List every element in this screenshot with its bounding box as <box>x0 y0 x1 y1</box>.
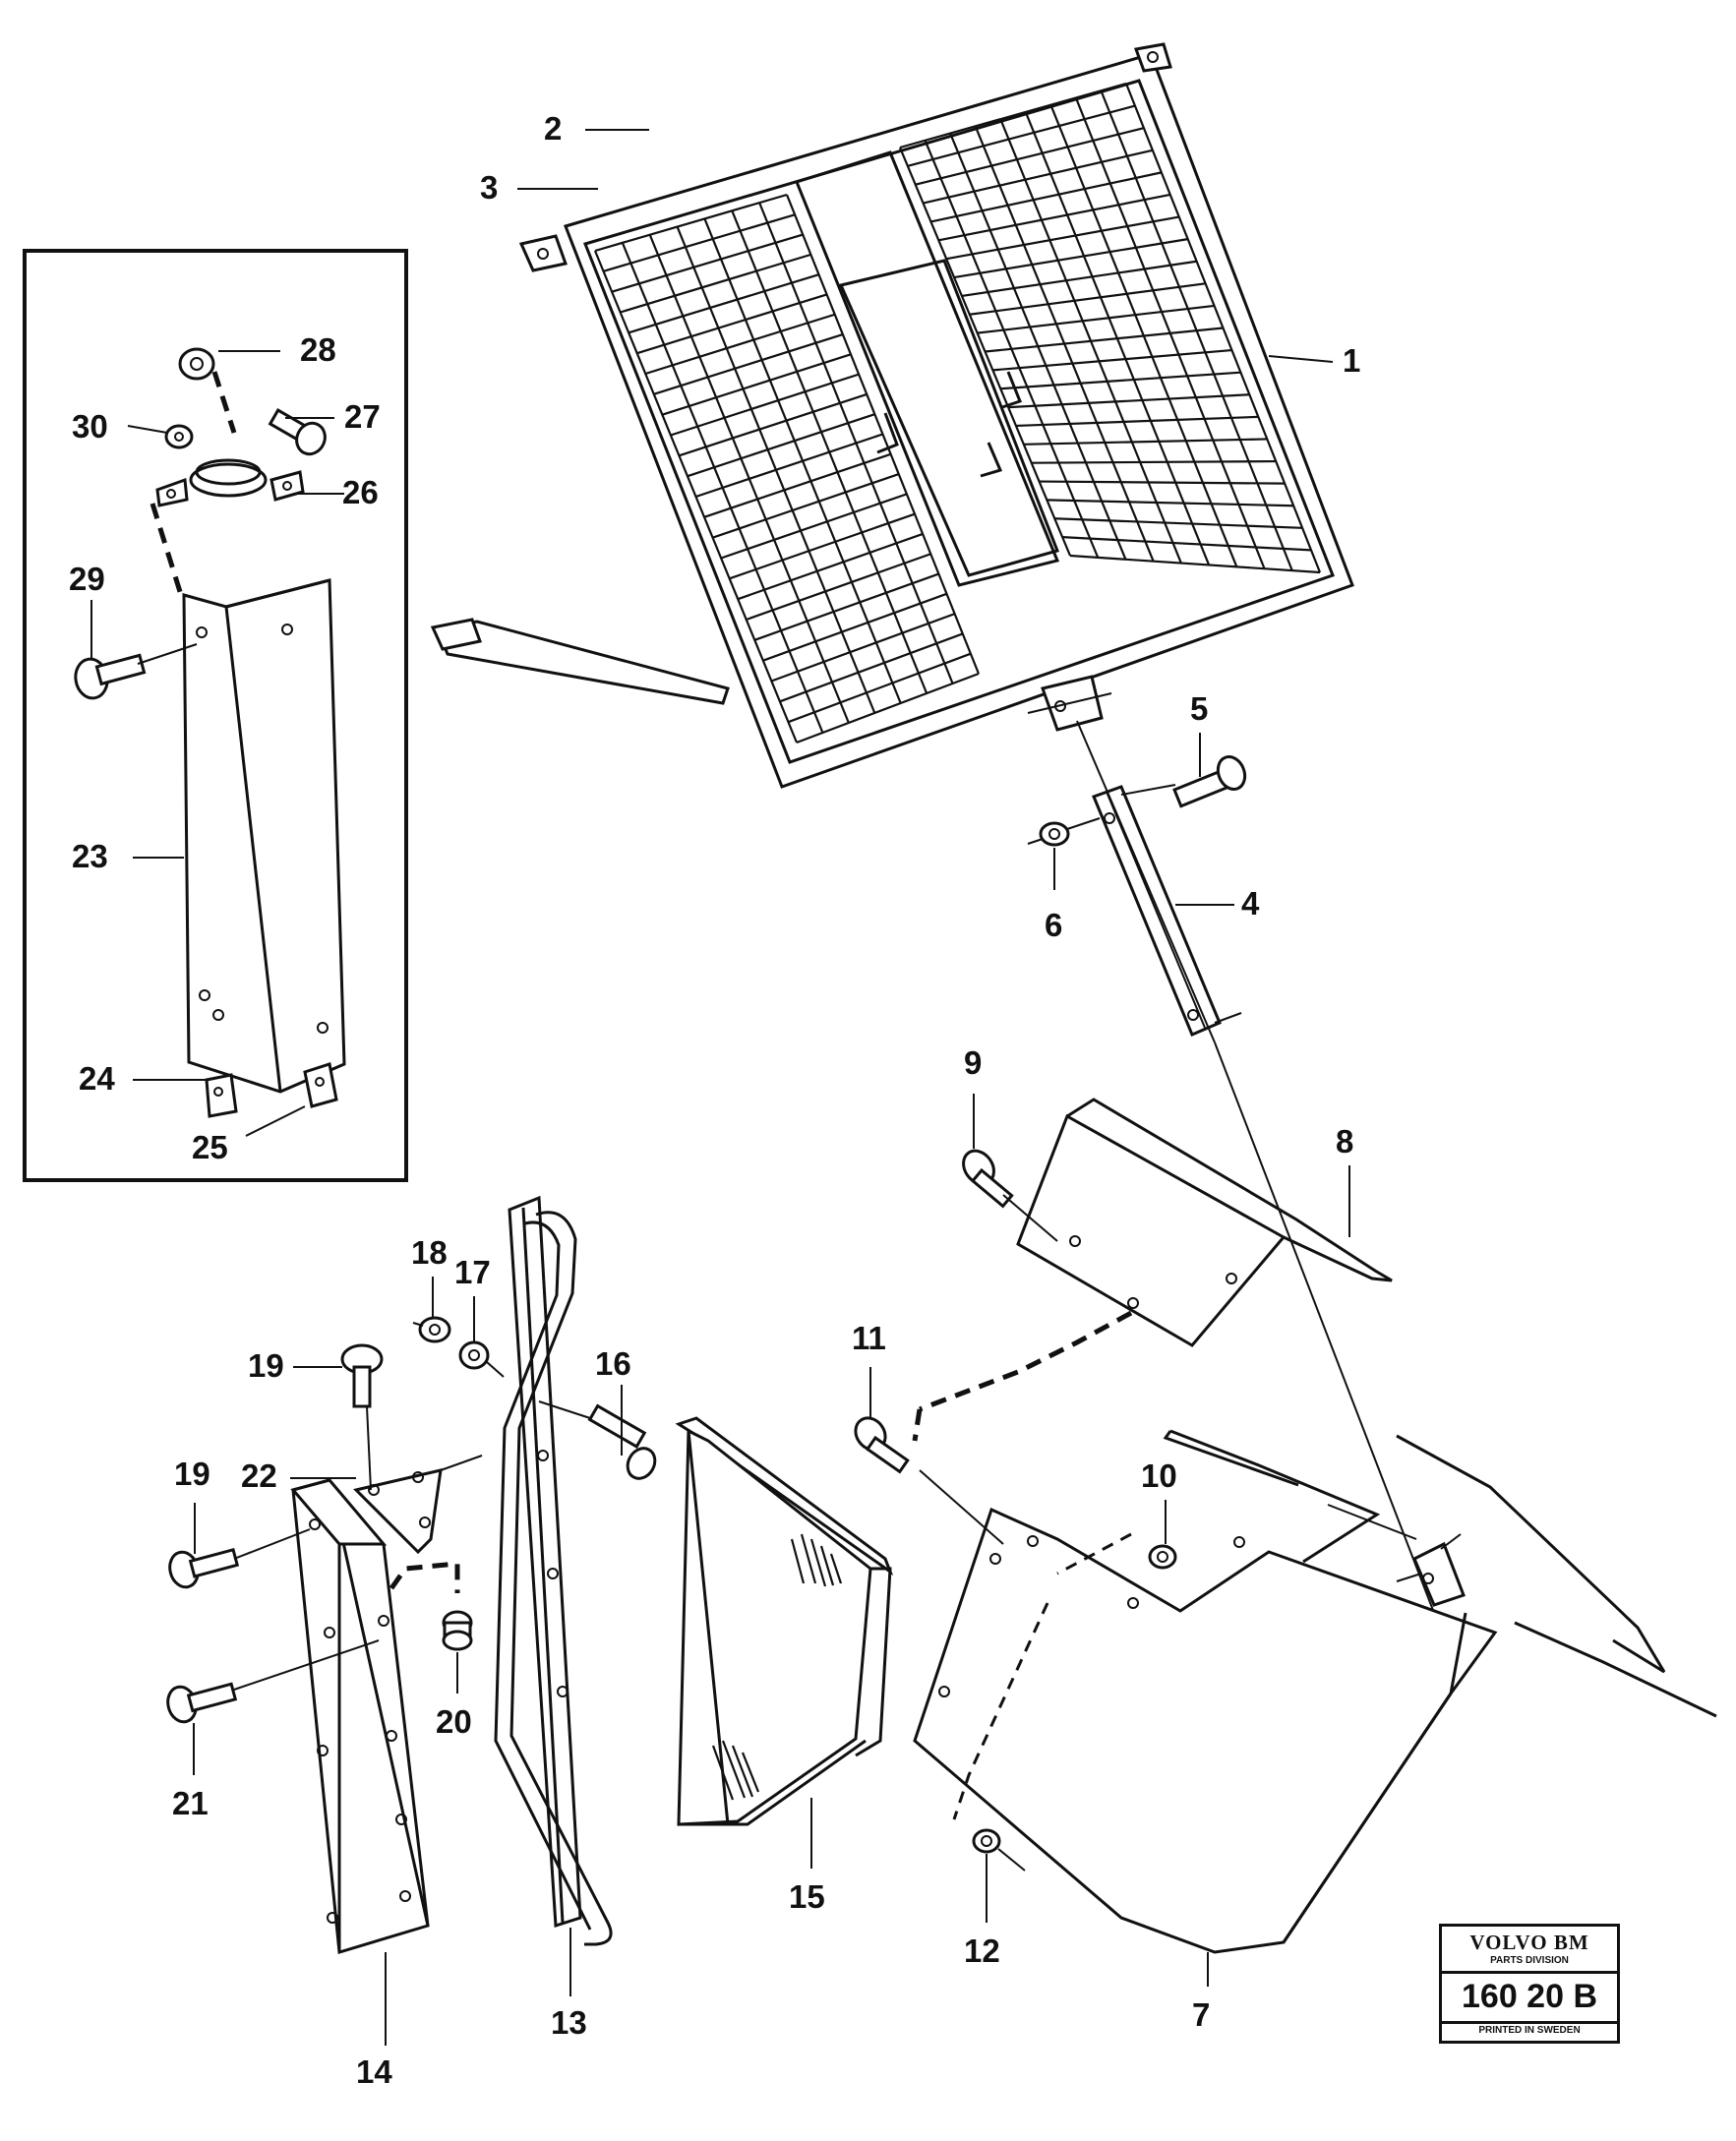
bolt-part-9 <box>962 1149 1058 1242</box>
support-bar-part-4 <box>1076 720 1435 1614</box>
part-label-27: 27 <box>344 398 381 435</box>
bolt-part-19-top <box>340 1343 384 1491</box>
part-label-22: 22 <box>241 1457 277 1494</box>
leader-lines <box>90 129 1350 2046</box>
part-label-29: 29 <box>69 561 105 597</box>
part-label-14: 14 <box>356 2053 392 2090</box>
part-label-19-left: 19 <box>174 1456 210 1492</box>
stamp-divider-lower <box>1442 2021 1617 2024</box>
stamp-divider <box>1442 1971 1617 1974</box>
bolt-part-5 <box>1120 755 1247 808</box>
part-label-9: 9 <box>964 1044 982 1081</box>
part-label-13: 13 <box>551 2004 587 2041</box>
nut-part-12 <box>972 1828 1026 1872</box>
part-label-26: 26 <box>342 474 379 510</box>
vertical-bracket-part-14 <box>290 1478 430 1954</box>
part-label-24: 24 <box>79 1060 115 1097</box>
part-label-10: 10 <box>1141 1457 1177 1494</box>
nut-part-20 <box>442 1610 473 1651</box>
bolt-part-19-left <box>168 1528 311 1589</box>
part-label-5: 5 <box>1190 690 1208 727</box>
part-label-30: 30 <box>72 408 108 445</box>
grating-mesh-left <box>593 193 981 744</box>
part-label-18: 18 <box>411 1234 448 1271</box>
nut-part-10 <box>1148 1544 1177 1570</box>
guard-fender-part-7 <box>913 1429 1717 1954</box>
platform-support-strut <box>430 618 730 705</box>
grating-mesh-right <box>898 82 1322 574</box>
stamp-brand: VOLVO BM <box>1469 1931 1589 1954</box>
part-label-1: 1 <box>1343 342 1360 379</box>
stamp-printed: PRINTED IN SWEDEN <box>1478 2025 1581 2036</box>
part-label-28: 28 <box>300 331 336 368</box>
part-label-11: 11 <box>852 1320 886 1356</box>
grating-platform-part-1 <box>518 42 1354 789</box>
bolt-part-11 <box>854 1416 1004 1545</box>
part-number-labels: 1 2 3 4 5 6 7 8 9 10 11 12 13 14 15 16 1… <box>69 110 1360 2090</box>
bolt-part-16 <box>538 1400 657 1480</box>
part-label-16: 16 <box>595 1345 631 1382</box>
part-label-3: 3 <box>480 169 498 206</box>
handrail-post-part-13 <box>494 1195 613 1946</box>
stamp-division: PARTS DIVISION <box>1490 1955 1569 1966</box>
volvo-bm-stamp: VOLVO BM PARTS DIVISION 160 20 B PRINTED… <box>1439 1924 1620 2044</box>
part-label-15: 15 <box>789 1878 825 1915</box>
part-label-17: 17 <box>454 1254 491 1290</box>
part-label-19-top: 19 <box>248 1347 284 1384</box>
part-label-6: 6 <box>1045 907 1062 943</box>
bolt-part-21 <box>166 1639 380 1724</box>
part-label-20: 20 <box>436 1703 472 1740</box>
part-label-25: 25 <box>192 1129 228 1165</box>
nut-part-18 <box>412 1316 505 1378</box>
part-label-4: 4 <box>1241 885 1260 922</box>
part-label-21: 21 <box>172 1785 209 1821</box>
guard-plate-part-8 <box>1016 1098 1393 1347</box>
inset-column-detail <box>23 249 408 1182</box>
screen-frame-part-15 <box>675 1416 894 1826</box>
triangular-bracket-part-22 <box>353 1455 483 1555</box>
part-label-23: 23 <box>72 838 108 874</box>
nut-part-6 <box>1027 817 1101 847</box>
part-label-7: 7 <box>1192 1996 1210 2033</box>
part-label-12: 12 <box>964 1933 1000 1969</box>
washer-part-17 <box>458 1340 490 1370</box>
part-label-2: 2 <box>544 110 562 147</box>
stamp-number: 160 20 B <box>1462 1978 1597 2015</box>
part-label-8: 8 <box>1336 1123 1353 1160</box>
